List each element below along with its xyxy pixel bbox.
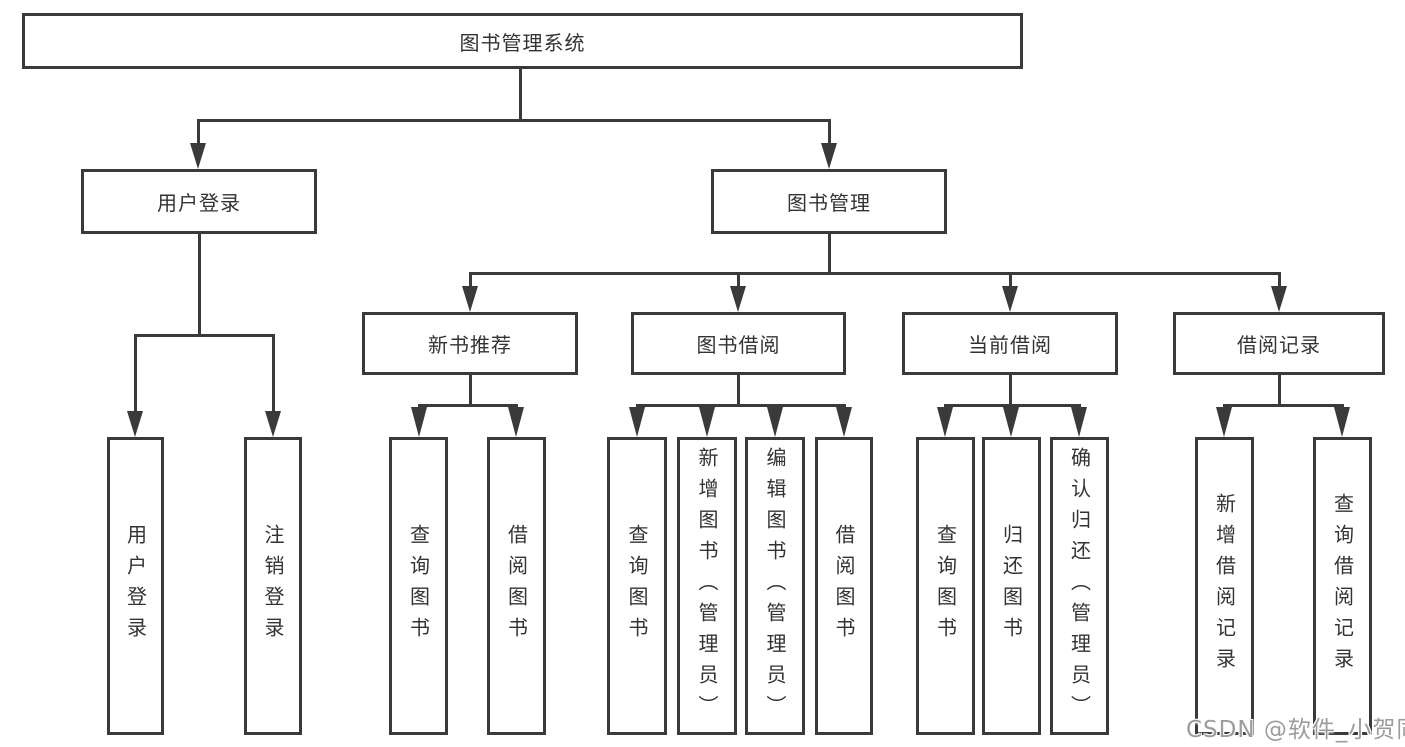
leaf-query-book-borrowing: 查询图书	[607, 437, 667, 735]
node-book-management: 图书管理	[711, 169, 947, 234]
node-label: 当前借阅	[968, 333, 1052, 357]
leaf-label: 注销登录	[261, 524, 285, 648]
leaf-label: 查询图书	[625, 524, 649, 648]
arrow-into-query-book-2	[629, 407, 645, 437]
leaf-user-login: 用户登录	[107, 437, 164, 735]
node-user-login: 用户登录	[81, 169, 317, 234]
connector-drop-book-mgmt	[828, 119, 831, 146]
node-label: 借阅记录	[1237, 333, 1321, 357]
leaf-label: 归还图书	[999, 524, 1024, 648]
leaf-label: 查询图书	[406, 524, 431, 648]
connector-new-book-stem	[469, 375, 472, 407]
node-label: 图书借阅	[696, 333, 781, 357]
leaf-return-book: 归还图书	[982, 437, 1041, 735]
node-label: 新书推荐	[428, 333, 512, 357]
leaf-logout: 注销登录	[244, 437, 302, 735]
leaf-query-book-recommend: 查询图书	[389, 437, 448, 735]
connector-user-login-stem	[198, 234, 201, 337]
connector-new-book-crossbar	[418, 404, 518, 407]
arrow-into-borrow-book-2	[836, 407, 852, 437]
leaf-query-borrow-record: 查询借阅记录	[1313, 437, 1372, 735]
arrow-into-leaf-login	[127, 411, 143, 437]
connector-book-borrow-stem	[737, 375, 740, 407]
arrow-into-user-login	[190, 143, 206, 169]
connector-current-borrow-crossbar	[944, 404, 1081, 407]
connector-book-mgmt-crossbar	[469, 272, 1281, 275]
arrow-into-borrow-book-1	[508, 407, 524, 437]
arrow-into-leaf-logout	[265, 411, 281, 437]
leaf-label: 借阅图书	[832, 524, 856, 648]
node-label: 用户登录	[157, 191, 241, 215]
connector-drop-current-borrow	[1009, 272, 1012, 288]
arrow-into-book-borrow	[730, 286, 746, 312]
arrow-into-add-record	[1216, 407, 1232, 437]
node-new-book-recommend: 新书推荐	[362, 312, 578, 375]
arrow-into-add-book	[699, 407, 715, 437]
arrow-into-query-book-3	[937, 407, 953, 437]
connector-borrow-record-stem	[1278, 375, 1281, 407]
node-current-borrowing: 当前借阅	[902, 312, 1118, 375]
leaf-label: 查询图书	[933, 524, 958, 648]
connector-drop-book-borrow	[737, 272, 740, 288]
leaf-label: 新增借阅记录	[1212, 493, 1237, 679]
leaf-borrow-book-recommend: 借阅图书	[487, 437, 546, 735]
connector-drop-new-book	[469, 272, 472, 288]
leaf-edit-book-admin: 编辑图书（管理员）	[745, 437, 805, 735]
connector-drop-borrow-record	[1278, 272, 1281, 288]
node-book-borrowing: 图书借阅	[631, 312, 846, 375]
leaf-add-borrow-record: 新增借阅记录	[1195, 437, 1254, 735]
arrow-into-query-record	[1334, 407, 1350, 437]
connector-root-crossbar	[197, 119, 831, 122]
node-borrowing-records: 借阅记录	[1173, 312, 1385, 375]
connector-drop-leaf-login	[134, 334, 137, 412]
leaf-label: 编辑图书（管理员）	[763, 446, 787, 726]
arrow-into-new-book	[462, 286, 478, 312]
connector-root-stem	[519, 69, 522, 122]
node-label: 图书管理	[787, 191, 871, 215]
connector-borrow-record-crossbar	[1223, 404, 1344, 407]
leaf-label: 用户登录	[123, 524, 148, 648]
arrow-into-edit-book	[767, 407, 783, 437]
arrow-into-book-mgmt	[821, 143, 837, 169]
leaf-label: 查询借阅记录	[1330, 493, 1355, 679]
connector-book-mgmt-stem	[828, 234, 831, 275]
leaf-add-book-admin: 新增图书（管理员）	[677, 437, 737, 735]
leaf-label: 确认归还（管理员）	[1067, 446, 1092, 726]
connector-book-borrow-crossbar	[636, 404, 846, 407]
connector-user-login-crossbar	[134, 334, 275, 337]
arrow-into-current-borrow	[1002, 286, 1018, 312]
leaf-borrow-book: 借阅图书	[815, 437, 873, 735]
leaf-confirm-return-admin: 确认归还（管理员）	[1050, 437, 1109, 735]
arrow-into-return-book	[1003, 407, 1019, 437]
arrow-into-borrow-record	[1271, 286, 1287, 312]
leaf-label: 借阅图书	[504, 524, 529, 648]
leaf-label: 新增图书（管理员）	[695, 446, 719, 726]
connector-drop-user-login	[197, 119, 200, 146]
node-library-management-system: 图书管理系统	[22, 13, 1023, 69]
csdn-watermark: CSDN @软件_小贺同学	[1186, 717, 1405, 743]
arrow-into-query-book-1	[411, 407, 427, 437]
connector-drop-leaf-logout	[272, 334, 275, 412]
leaf-query-book-current: 查询图书	[916, 437, 975, 735]
arrow-into-confirm-return	[1071, 407, 1087, 437]
node-label: 图书管理系统	[459, 30, 586, 55]
connector-current-borrow-stem	[1009, 375, 1012, 407]
